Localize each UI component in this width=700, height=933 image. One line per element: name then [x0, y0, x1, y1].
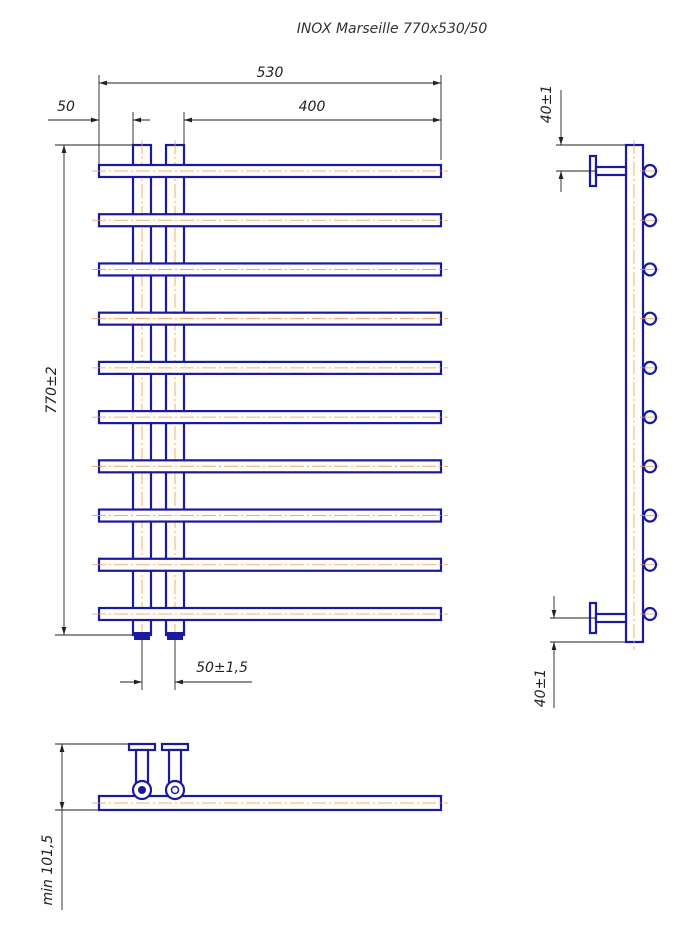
dimension-530: 530 [257, 65, 284, 81]
left-connector-stem [134, 748, 150, 785]
dimension-400: 400 [299, 99, 326, 115]
dimension-bracket-bottom: 40±1 [533, 669, 549, 707]
dimension-wall-gap: min 101,5 [40, 834, 56, 905]
bar-cross-sections [640, 163, 660, 622]
top-bracket-stem [594, 165, 628, 177]
side-dimensions: 40±1 40±1 [533, 85, 626, 708]
right-pipe-section [164, 779, 186, 801]
left-pipe-core [138, 786, 146, 794]
dimension-50: 50 [57, 99, 75, 115]
drawing-title: INOX Marseille 770x530/50 [297, 21, 488, 37]
dimension-770: 770±2 [44, 366, 60, 413]
right-connector-stem [167, 748, 183, 785]
right-pipe-core [170, 785, 180, 795]
bottom-bracket-stem [594, 612, 628, 624]
side-view [588, 140, 660, 650]
right-outlet [167, 632, 183, 640]
side-vertical-pipe [624, 143, 645, 644]
dimension-pipe-spacing: 50±1,5 [196, 660, 248, 676]
horizontal-bars [92, 163, 448, 622]
top-view [92, 742, 448, 812]
front-dimensions: 530 50 400 770±2 50±1,5 [44, 65, 442, 690]
dimension-bracket-top: 40±1 [539, 85, 555, 123]
left-outlet [134, 632, 150, 640]
front-view [92, 140, 448, 642]
top-dimensions: min 101,5 [40, 743, 129, 910]
